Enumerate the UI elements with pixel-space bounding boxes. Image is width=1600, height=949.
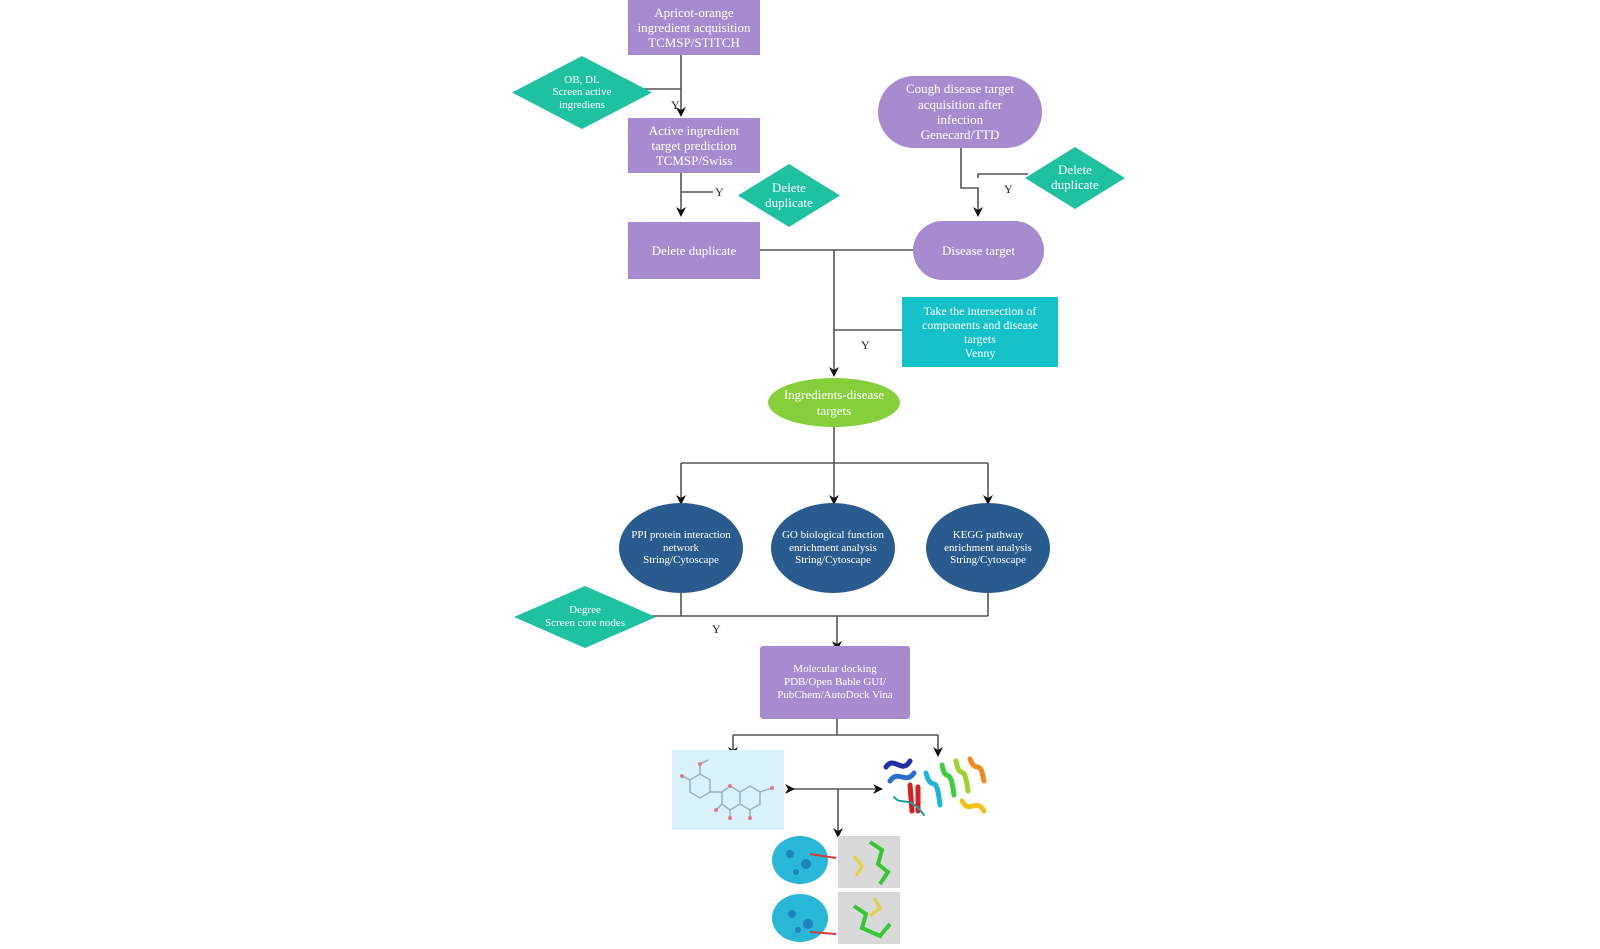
node-text: String/Cytoscape [950,554,1026,567]
decision-screen-active: OB, DL Screen active ingrediens [512,56,652,129]
node-text: String/Cytoscape [795,554,871,567]
node-text: Venny [964,346,996,361]
node-text: ingredient acquisition [637,19,751,35]
node-intersection-venny: Take the intersection of components and … [902,297,1058,367]
node-text: duplicate [765,194,813,210]
node-text: KEGG pathway [952,528,1024,541]
node-text: PDB/Open Bable GUI/ [783,676,887,689]
yes-label: Y [713,185,726,200]
edge-diamond-right-in [977,173,1028,178]
node-text: Take the intersection of [923,303,1037,318]
node-text: Screen active [552,86,612,99]
node-text: Ingredients-disease [783,387,885,403]
node-text: targets [964,332,996,346]
node-kegg-enrichment: KEGG pathway enrichment analysis String/… [926,503,1050,593]
decision-delete-duplicate-left: Delete duplicate [738,164,840,227]
yes-label: Y [861,338,870,352]
node-ppi-network: PPI protein interaction network String/C… [619,503,743,593]
node-text: ingrediens [559,98,605,111]
node-text: acquisition after [917,96,1003,112]
node-text: PPI protein interaction [631,528,731,541]
node-text: GO biological function [781,528,885,541]
node-text: enrichment analysis [944,541,1032,554]
node-text: network [662,541,700,554]
node-text: infection [936,112,984,127]
node-text: Delete [1058,162,1092,178]
node-ingredients-disease-targets: Ingredients-disease targets [768,378,900,427]
docking-result-images [770,836,902,944]
node-apricot-acquisition: Apricot-orange ingredient acquisition TC… [628,0,760,55]
yes-label: Y [1004,182,1013,196]
yes-label: Y [712,622,721,636]
edge-cough-to-disease [960,147,983,217]
node-text: Delete [772,179,806,195]
node-text: Delete duplicate [651,242,737,258]
node-text: TCMSP/Swiss [655,153,733,169]
node-text: duplicate [1051,177,1099,192]
ligand-structure-image [672,750,784,830]
node-text: Molecular docking [793,663,877,676]
node-text: Active ingredient [648,122,740,138]
node-text: Screen core nodes [544,617,626,629]
decision-degree-core-nodes: Degree Screen core nodes [514,586,656,648]
node-text: OB, DL [564,73,600,86]
node-text: Degree [569,604,601,617]
protein-ribbon-image [880,745,992,829]
node-disease-target: Disease target [913,221,1044,280]
node-text: enrichment analysis [789,541,877,554]
decision-delete-duplicate-right: Delete duplicate [1025,147,1125,209]
node-text: targets [816,402,852,418]
node-delete-duplicate: Delete duplicate [628,222,760,279]
node-text: TCMSP/STITCH [648,35,740,51]
node-text: String/Cytoscape [643,554,719,567]
node-text: Cough disease target [905,81,1015,97]
node-text: Apricot-orange [654,4,734,20]
node-text: PubChem/AutoDock Vina [777,688,893,701]
node-text: Genecard/TTD [920,127,1000,143]
node-molecular-docking: Molecular docking PDB/Open Bable GUI/ Pu… [760,646,910,719]
yes-label: Y [671,98,680,112]
node-text: target prediction [651,137,737,153]
node-target-prediction: Active ingredient target prediction TCMS… [628,118,760,173]
node-text: components and disease [922,317,1038,332]
node-go-enrichment: GO biological function enrichment analys… [771,503,895,593]
node-text: Disease target [941,242,1016,258]
node-cough-disease-targets: Cough disease target acquisition after i… [878,76,1042,148]
